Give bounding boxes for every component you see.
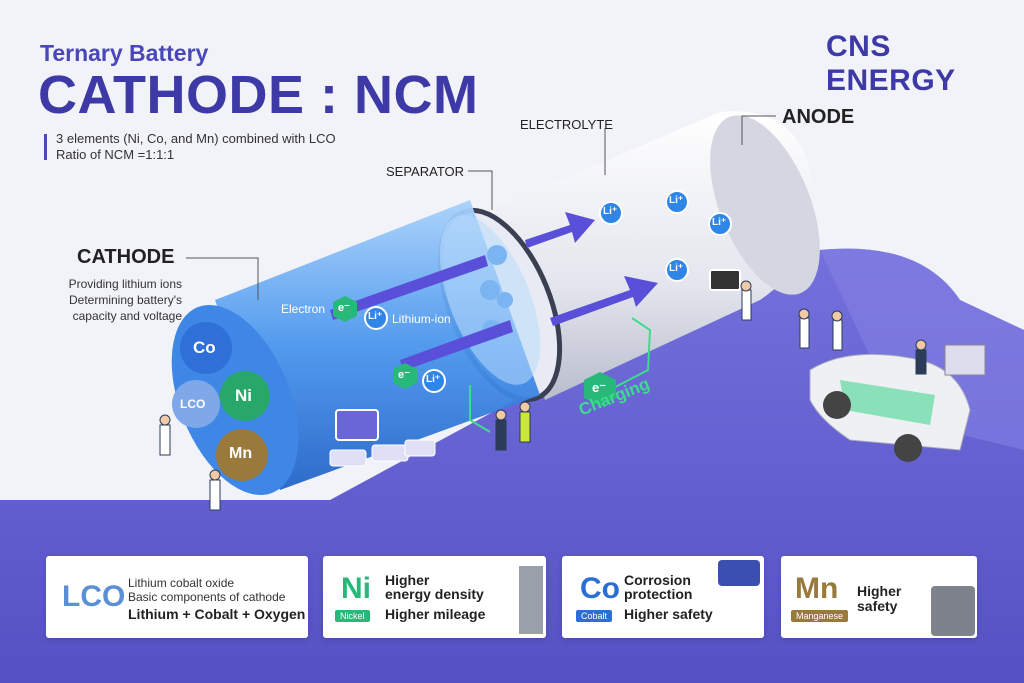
ion-arrows [330, 212, 658, 371]
cobalt-line: Corrosion [624, 572, 691, 588]
nickel-ball [220, 371, 270, 421]
cathode-desc-line: Determining battery's [68, 293, 182, 307]
anode-leader-line [741, 115, 776, 145]
separator-label: SEPARATOR [386, 164, 465, 179]
nickel-line: Higher mileage [385, 606, 486, 622]
arrow [525, 212, 595, 248]
electron-label: Electron [281, 302, 326, 316]
anode-end-cap [710, 115, 820, 295]
description-line: Ratio of NCM =1:1:1 [56, 147, 175, 162]
lco-symbol: LCO [62, 580, 126, 613]
description: 3 elements (Ni, Co, and Mn) combined wit… [56, 131, 336, 163]
li-symbol: Li⁺ [368, 311, 383, 322]
li-ion [665, 190, 689, 214]
li-ion [665, 258, 689, 282]
cathode-desc-line: capacity and voltage [72, 309, 182, 323]
li-ion [364, 306, 388, 330]
cobalt-ball [180, 322, 232, 374]
scientist-figure [159, 280, 927, 511]
cathode-description: Providing lithium ions Determining batte… [48, 276, 182, 324]
lco-ball-label: LCO [180, 397, 206, 411]
cobalt-ball-label: Co [193, 338, 216, 357]
li-symbol: Li⁺ [603, 206, 618, 217]
manganese-ball-label: Mn [229, 445, 253, 462]
electron-symbol: e⁻ [338, 302, 350, 314]
cathode-label: CATHODE [77, 246, 175, 268]
arrow [400, 320, 513, 371]
electron-symbol: e⁻ [398, 369, 410, 381]
arrow [550, 276, 658, 326]
arrow [330, 255, 488, 320]
electron-hexagon [333, 296, 357, 322]
page-title: CATHODE : NCM [38, 65, 479, 125]
li-ion [708, 212, 732, 236]
description-bar [44, 134, 47, 160]
lco-card: LCO Lithium cobalt oxide Basic component… [46, 556, 308, 638]
cathode-leader-line [186, 257, 259, 300]
nickel-line: Higher [385, 572, 430, 588]
li-ion [422, 369, 446, 393]
nickel-card: Ni Nickel Higher energy density Higher m… [323, 556, 546, 638]
li-ion [599, 201, 623, 225]
lco-line: Basic components of cathode [128, 590, 286, 604]
ore-rock-icon [931, 586, 975, 636]
subtitle: Ternary Battery [40, 40, 209, 66]
manganese-line: safety [857, 598, 898, 614]
li-symbol: Li⁺ [669, 263, 684, 274]
ore-rock-icon [519, 566, 543, 634]
electron-symbol: e⁻ [592, 380, 607, 395]
electron-hexagon [393, 363, 417, 389]
manganese-symbol: Mn [795, 572, 839, 605]
lco-line: Lithium cobalt oxide [128, 576, 235, 590]
electric-car [809, 353, 971, 462]
monitor-screen [709, 269, 741, 291]
manganese-card: Mn Manganese Higher safety [781, 556, 977, 638]
brand-logo: CNS ENERGY [826, 30, 956, 97]
control-console [944, 344, 986, 376]
nickel-ball-label: Ni [235, 386, 252, 405]
cobalt-line: protection [624, 586, 693, 602]
holographic-panel [329, 409, 436, 467]
electron-hexagon [584, 372, 616, 406]
cobalt-name-badge: Cobalt [576, 610, 613, 622]
cobalt-card: Co Cobalt Corrosion protection Higher sa… [562, 556, 764, 638]
nickel-symbol: Ni [341, 572, 371, 605]
separator-hole [480, 280, 500, 300]
charging-wire [469, 317, 652, 433]
lco-ball [172, 380, 220, 428]
anode-label: ANODE [782, 106, 855, 128]
separator-hole [497, 292, 513, 308]
li-symbol: Li⁺ [712, 217, 727, 228]
manganese-line: Higher [857, 583, 902, 599]
cobalt-symbol: Co [580, 572, 620, 605]
ore-rock-icon [718, 560, 760, 586]
electrolyte-label: ELECTROLYTE [520, 117, 613, 132]
lco-formula: Lithium + Cobalt + Oxygen [128, 606, 306, 622]
separator-hole [487, 245, 507, 265]
li-symbol: Li⁺ [426, 374, 441, 385]
description-line: 3 elements (Ni, Co, and Mn) combined wit… [56, 131, 336, 146]
manganese-ball [216, 429, 268, 481]
cobalt-line: Higher safety [624, 606, 713, 622]
li-symbol: Li⁺ [669, 195, 684, 206]
manganese-name-badge: Manganese [791, 610, 849, 622]
nickel-name-badge: Nickel [335, 610, 370, 622]
separator-leader-line [468, 170, 493, 210]
cathode-desc-line: Providing lithium ions [68, 277, 182, 291]
lithium-ion-label: Lithium-ion [392, 312, 451, 326]
nickel-line: energy density [385, 586, 484, 602]
